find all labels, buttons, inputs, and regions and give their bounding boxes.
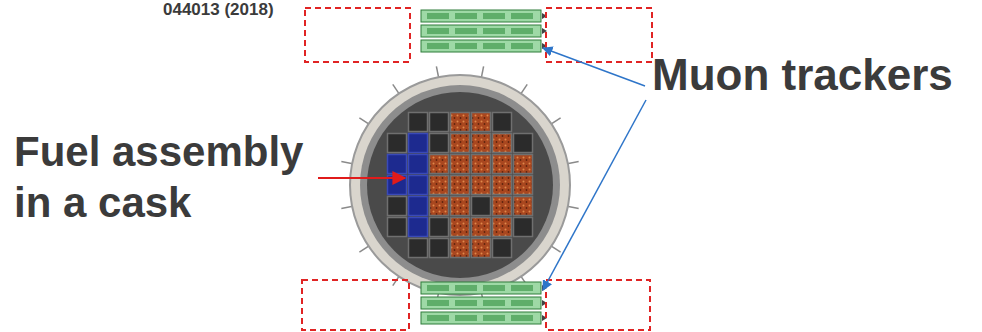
tracker-module (455, 28, 477, 34)
tracker-module (483, 28, 505, 34)
fuel-assembly (493, 197, 512, 216)
tracker-module (455, 43, 477, 49)
basket-cell (409, 113, 428, 132)
empty-basket (388, 155, 407, 174)
tracker-plane (421, 40, 541, 52)
basket-cell (388, 218, 407, 237)
tracker-module (455, 13, 477, 19)
tracker-plane (421, 10, 541, 22)
tracker-module (427, 285, 449, 291)
tracker-module (427, 43, 449, 49)
basket-cell (493, 239, 512, 258)
fuel-assembly (472, 176, 491, 195)
callout-label: Muon trackers (652, 48, 953, 102)
basket-cell (472, 197, 491, 216)
fuel-assembly (451, 239, 470, 258)
fuel-assembly (430, 176, 449, 195)
muon-tracker (421, 282, 547, 324)
basket-cell (493, 113, 512, 132)
empty-basket (409, 134, 428, 153)
fuel-assembly (451, 155, 470, 174)
tracker-module (511, 315, 533, 321)
tracker-module (483, 300, 505, 306)
fuel-assembly (472, 113, 491, 132)
tracker-module (511, 285, 533, 291)
empty-basket (409, 155, 428, 174)
tracker-plane (421, 297, 541, 309)
fuel-assembly (472, 239, 491, 258)
tracker-module (483, 43, 505, 49)
tracker-module (483, 13, 505, 19)
tracker-module (455, 285, 477, 291)
fuel-assembly (514, 155, 533, 174)
muon-tracker (421, 10, 547, 52)
tracker-module (511, 43, 533, 49)
tracker-module (455, 315, 477, 321)
basket-cell (409, 239, 428, 258)
fuel-assembly (451, 197, 470, 216)
cask-shell (350, 75, 570, 295)
leader-arrow (543, 100, 646, 290)
fuel-assembly (430, 155, 449, 174)
basket-cell (430, 239, 449, 258)
empty-basket (409, 218, 428, 237)
basket-cell (514, 218, 533, 237)
leader-arrow (543, 48, 645, 86)
fuel-assembly (472, 155, 491, 174)
tracker-module (483, 285, 505, 291)
fuel-assembly (451, 176, 470, 195)
tracker-module (483, 315, 505, 321)
tracker-module (427, 315, 449, 321)
tracker-plane (421, 25, 541, 37)
cask-liner (360, 85, 560, 285)
tracker-module (511, 28, 533, 34)
fuel-assembly (514, 176, 533, 195)
fuel-assembly (493, 218, 512, 237)
tracker-position (302, 280, 409, 330)
basket-cell (514, 134, 533, 153)
leader-arrow (318, 177, 405, 179)
fuel-assembly (451, 134, 470, 153)
basket-cell (430, 113, 449, 132)
fuel-assembly (472, 218, 491, 237)
reference-note: 044013 (2018) (163, 0, 274, 21)
tracker-position (546, 280, 650, 330)
fuel-assembly (472, 134, 491, 153)
fuel-assembly (430, 197, 449, 216)
tracker-plane (421, 312, 541, 324)
callout-label: Fuel assembly in a cask (14, 126, 336, 228)
fuel-assembly (493, 155, 512, 174)
tracker-position (546, 8, 652, 62)
basket-cell (388, 197, 407, 216)
tracker-module (511, 13, 533, 19)
tracker-plane (421, 282, 541, 294)
fuel-assembly (451, 113, 470, 132)
fuel-assembly (514, 197, 533, 216)
empty-basket (409, 197, 428, 216)
tracker-module (455, 300, 477, 306)
basket-cell (430, 218, 449, 237)
tracker-module (427, 300, 449, 306)
tracker-module (427, 13, 449, 19)
fuel-assembly (493, 176, 512, 195)
tracker-position (305, 8, 410, 62)
fuel-assembly (493, 134, 512, 153)
fuel-assembly (451, 218, 470, 237)
basket-cell (388, 134, 407, 153)
empty-basket (409, 176, 428, 195)
tracker-module (511, 300, 533, 306)
cask-cavity (367, 92, 553, 278)
tracker-module (427, 28, 449, 34)
basket-cell (430, 134, 449, 153)
